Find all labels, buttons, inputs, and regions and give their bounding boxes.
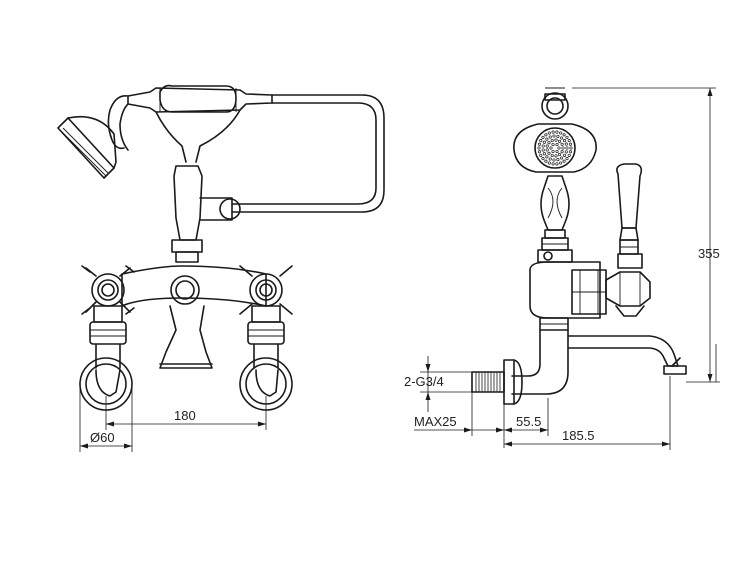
spray-hole [537,150,542,154]
spray-hole [551,162,555,166]
side-height-label: 355 [698,246,720,261]
spray-hole [548,135,552,139]
spray-hole [554,138,558,142]
spray-hole [549,146,553,150]
spray-hole [555,130,559,134]
spray-hole [554,154,558,158]
thread-lines [475,372,501,392]
side-max-dimension [414,392,549,448]
spray-hole [545,148,549,152]
spray-hole [547,161,551,165]
front-right-leg [239,305,293,411]
spray-hole [542,140,546,144]
spray-hole [559,161,563,165]
side-spout-reach-label: 185.5 [562,428,595,443]
spray-hole [551,142,555,147]
spray-hole [561,146,565,150]
front-spray-head [57,115,117,179]
spray-hole [550,138,554,143]
spray-hole [544,133,548,137]
spray-hole [568,142,573,146]
spray-hole [562,139,567,143]
front-hose-loop [231,94,385,213]
side-max-label: MAX25 [414,414,457,429]
side-thread-dimension [420,356,472,412]
spray-hole [560,156,564,160]
spray-hole [559,131,563,135]
side-spray-head [513,123,597,173]
spray-hole [567,153,571,157]
spray-hole [539,153,543,157]
spray-hole [545,137,549,141]
spray-hole [547,131,551,135]
spray-hole [555,162,559,166]
spray-hole [547,141,551,145]
spray-hole [552,158,556,162]
front-riser [171,165,241,263]
spray-hole [562,153,567,157]
spray-hole [556,134,560,138]
spray-hole [551,149,555,154]
spray-hole [569,146,573,150]
front-mixer-body [121,265,267,369]
side-spout-offset-label: 55.5 [516,414,541,429]
front-spacing-label: 180 [174,408,196,423]
side-thread-label: 2-G3/4 [404,374,444,389]
side-lever-handle [605,163,651,317]
spray-hole [565,135,569,139]
spray-hole [564,142,568,146]
spray-hole [564,150,568,154]
front-handset [107,84,273,163]
spray-hole [568,150,573,154]
side-handset-grip [540,175,570,251]
front-left-cross-handle [81,265,135,315]
spray-hole [544,159,548,163]
spray-hole [560,142,564,146]
spray-hole [541,135,545,139]
spray-hole [541,157,545,161]
spray-hole [562,159,566,163]
side-height-dimension [572,87,720,383]
spray-hole [551,130,555,134]
spray-hole [545,144,549,148]
side-view: 2-G3/4 MAX25 55.5 185.5 [404,87,720,450]
spray-hole [548,157,552,161]
spray-hole [565,157,569,161]
spray-hole [539,139,543,143]
spray-hole [537,142,542,146]
side-hook [541,87,569,120]
spray-hole [560,136,564,140]
spray-hole [567,139,571,143]
spray-hole [541,144,545,148]
side-reach-dimension [504,376,671,450]
side-body [529,249,607,331]
front-spacing-dimension [105,396,267,430]
spray-hole [555,149,559,154]
spray-hole [541,148,545,152]
side-inlet-pipe [471,329,569,405]
spray-hole [550,153,554,158]
spray-hole [537,146,541,150]
spray-hole [555,142,559,147]
spray-hole [547,151,551,155]
spray-hole [542,152,546,156]
front-diameter-label: Ø60 [90,430,115,445]
front-view: 180 Ø60 [57,84,385,452]
spray-hole [557,146,561,150]
side-spout [567,335,687,375]
spray-hole [545,155,549,159]
spray-holes [537,130,573,166]
front-left-leg [79,305,133,411]
spray-hole [560,150,564,154]
spray-hole [557,139,562,143]
spray-hole [557,153,562,157]
spray-hole [556,158,560,162]
front-diameter-dimension [79,384,133,452]
spray-hole [565,146,569,150]
spray-hole [562,133,566,137]
spray-hole [552,134,556,138]
